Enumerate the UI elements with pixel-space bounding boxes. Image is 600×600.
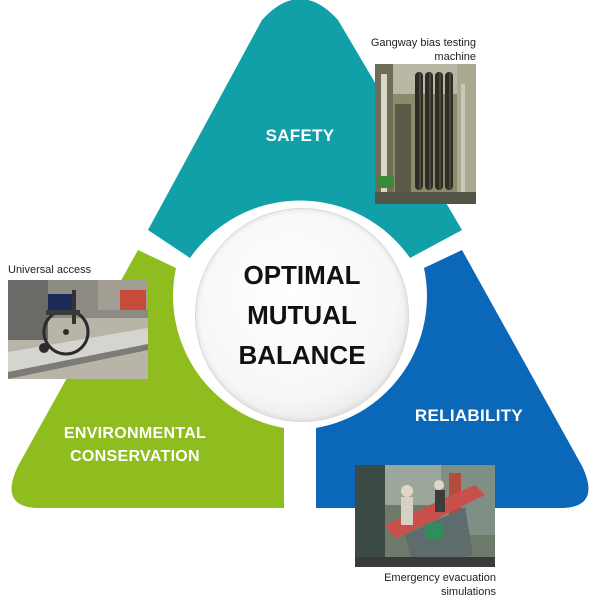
evacuation-caption-line-1: Emergency evacuation xyxy=(360,571,496,585)
environmental-label-line-2: CONSERVATION xyxy=(40,445,230,468)
universal-access-caption: Universal access xyxy=(8,263,148,277)
gangway-caption: Gangway bias testing machine xyxy=(352,36,476,64)
reliability-label: RELIABILITY xyxy=(404,406,534,426)
gangway-photo xyxy=(375,64,476,204)
environmental-label-line-1: ENVIRONMENTAL xyxy=(40,422,230,445)
center-circle: OPTIMAL MUTUAL BALANCE xyxy=(196,209,408,421)
center-title: OPTIMAL MUTUAL BALANCE xyxy=(238,255,365,375)
center-line-2: MUTUAL xyxy=(238,295,365,335)
safety-label: SAFETY xyxy=(250,126,350,146)
evacuation-caption-line-2: simulations xyxy=(360,585,496,599)
gangway-caption-line-2: machine xyxy=(352,50,476,64)
evacuation-photo xyxy=(355,465,495,567)
universal-access-photo xyxy=(8,280,148,379)
center-line-3: BALANCE xyxy=(238,335,365,375)
center-line-1: OPTIMAL xyxy=(238,255,365,295)
evacuation-caption: Emergency evacuation simulations xyxy=(360,571,496,599)
gangway-caption-line-1: Gangway bias testing xyxy=(352,36,476,50)
environmental-label: ENVIRONMENTAL CONSERVATION xyxy=(40,422,230,468)
